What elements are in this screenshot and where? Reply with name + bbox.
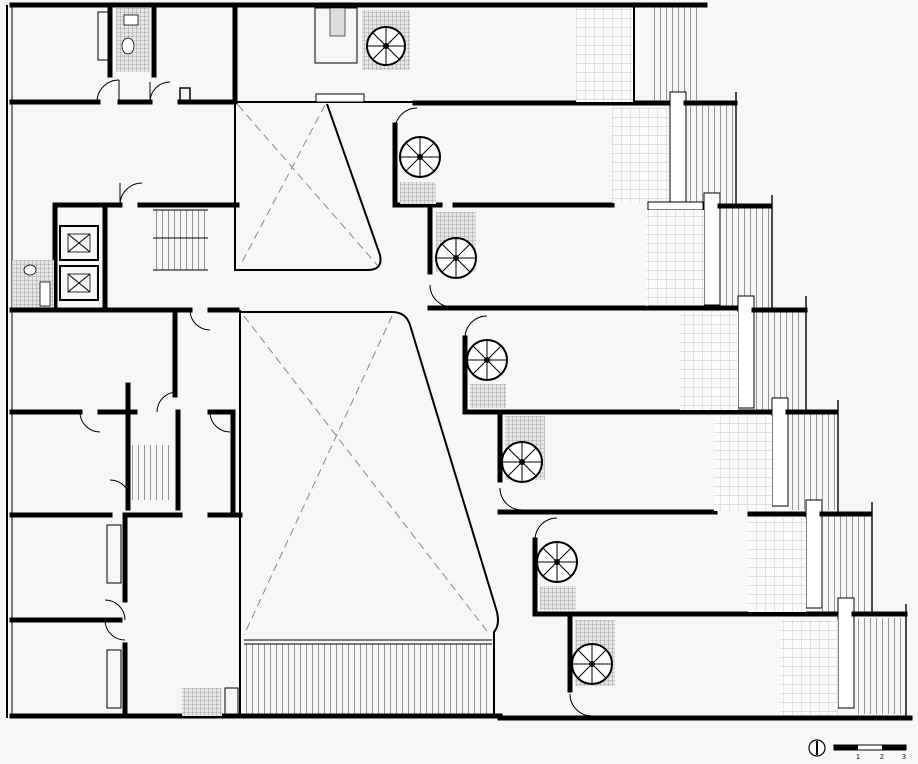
- unit-7: [567, 613, 904, 717]
- sink-icon: [123, 14, 139, 26]
- door-swing-icon: [104, 599, 126, 621]
- door-swing-icon: [149, 81, 171, 103]
- exterior-wall-left: [6, 5, 13, 718]
- exterior-walls: [9, 2, 913, 721]
- toilet-icon: [121, 37, 135, 55]
- unit-1: [362, 5, 738, 205]
- unit-4: [462, 312, 839, 512]
- core: [12, 182, 240, 313]
- toilet-room-3: [182, 688, 222, 716]
- unit-6: [532, 516, 908, 716]
- door-swing-icon: [79, 411, 101, 433]
- unit-5: [497, 411, 873, 612]
- stepped-units: [362, 5, 908, 717]
- door-swing-icon: [189, 309, 211, 331]
- north-arrow-icon: [808, 739, 826, 757]
- middle-left-rooms: [9, 307, 243, 719]
- door-swing-icon: [96, 79, 120, 103]
- unit-2: [392, 106, 773, 308]
- courtyard-lower: [240, 311, 499, 716]
- elevator-2: [59, 265, 99, 301]
- scale-label: 3: [902, 754, 906, 761]
- door-swing-icon: [109, 479, 131, 501]
- scale-label: 2: [880, 754, 884, 761]
- door-swing-icon: [104, 619, 126, 641]
- door-swing-icon: [156, 391, 178, 413]
- elevator-1: [59, 225, 99, 261]
- stair-flight: [153, 210, 208, 270]
- stair-flight-2: [132, 445, 174, 500]
- railing-grille: [244, 644, 492, 714]
- unit-3: [427, 205, 808, 410]
- courtyard-upper: [234, 102, 382, 271]
- scale-bar: 1 2 3: [833, 744, 907, 761]
- door-swing-icon: [119, 182, 143, 206]
- scale-label: 1: [856, 754, 860, 761]
- door-swing-icon: [209, 411, 231, 433]
